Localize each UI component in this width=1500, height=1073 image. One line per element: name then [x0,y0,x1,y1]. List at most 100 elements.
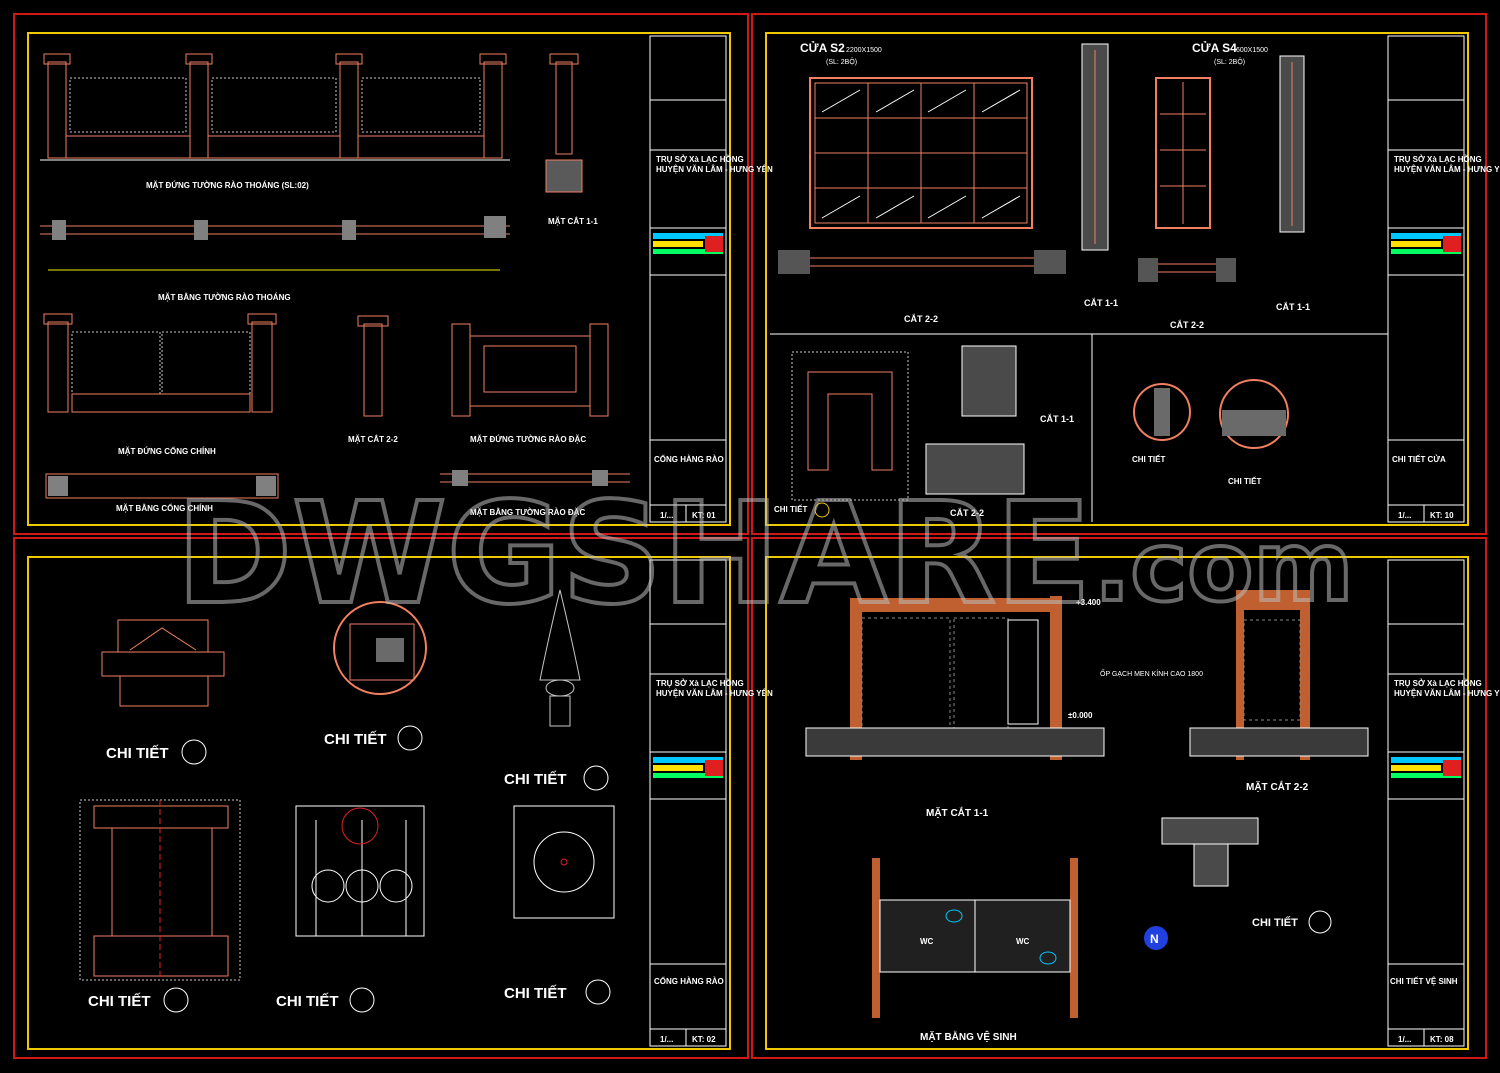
door-s2-title: CỬA S2 [800,40,845,55]
project-name: TRỤ SỞ Xà LẠC HỒNG [656,154,744,164]
solid-fence-elevation-label: MẶT ĐỨNG TƯỜNG RÀO ĐẶC [470,435,586,444]
door-s2-size: 2200X1500 [846,47,882,54]
wc-tag-1: WC [920,937,934,946]
detail-5-marker [349,987,375,1013]
project-location: HUYỆN VĂN LÂM - HƯNG YÊN [1394,165,1500,174]
round-detail-b [1133,383,1191,441]
cut-22-s4-label: CẮT 2-2 [1170,320,1204,330]
door-s4-qty: (SL: 2BỘ) [1214,57,1245,66]
detail-3-label: CHI TIẾT [504,771,567,788]
tile-note: ỐP GẠCH MEN KÍNH CAO 1800 [1100,668,1203,678]
round-detail-c [1219,379,1289,449]
detail-label: CHI TIẾT [1252,916,1298,929]
wc-section-11 [805,596,1105,760]
detail-3-marker [583,765,609,791]
scale-label: 1/... [1398,511,1411,520]
detail-b-label: CHI TIẾT [1132,454,1165,464]
project-location: HUYỆN VĂN LÂM - HƯNG YÊN [1394,689,1500,698]
ring-pattern-detail [513,805,615,919]
project-location: HUYỆN VĂN LÂM - HƯNG YÊN [656,165,773,174]
round-joint-detail [333,601,427,695]
fence-plan-label: MẶT BẰNG TƯỜNG RÀO THOÁNG [158,293,291,302]
wc-plan: WC WC [872,858,1078,1018]
detail-6-marker [585,979,611,1005]
wc-section-22 [1189,590,1369,760]
gate-plan-drawing [45,473,279,499]
section-1-label: MẶT CẮT 1-1 [548,217,598,226]
project-name: TRỤ SỞ Xà LẠC HỒNG [1394,154,1482,164]
cut-11-detail-label: CẮT 1-1 [1040,414,1074,424]
gate-elevation-drawing [43,313,277,413]
detail-4-marker [163,987,189,1013]
project-location: HUYỆN VĂN LÂM - HƯNG YÊN [656,689,773,698]
project-name: TRỤ SỞ Xà LẠC HỒNG [656,678,744,688]
wall-junction-detail [1161,817,1259,887]
finial-detail [539,589,581,727]
sheet-number: KT: 08 [1430,1035,1454,1044]
section-11-label: MẶT CẮT 1-1 [926,806,989,819]
north-arrow: N [1144,926,1168,950]
detail-1-label: CHI TIẾT [106,745,169,762]
sheet-number: KT: 10 [1430,511,1454,520]
pier-cap-detail [101,619,225,707]
detail-2-marker [397,725,423,751]
detail-6-label: CHI TIẾT [504,985,567,1002]
solid-fence-elevation-drawing [451,323,609,417]
door-s2-section [1081,43,1109,251]
door-s2-elevation [809,77,1033,229]
sheet-kt01: TRỤ SỞ Xà LẠC HỒNG HUYỆN VĂN LÂM - HƯNG … [27,32,773,526]
solid-fence-plan-label: MẶT BẰNG TƯỜNG RÀO ĐẶC [470,508,585,517]
drawing-title: CHI TIẾT VỆ SINH [1390,976,1458,986]
cut-11-label: CẮT 1-1 [1084,298,1118,308]
detail-1-marker [181,739,207,765]
sheet-kt02: TRỤ SỞ Xà LẠC HỒNG HUYỆN VĂN LÂM - HƯNG … [27,556,773,1050]
sheet-kt10: TRỤ SỞ Xà LẠC HỒNG HUYỆN VĂN LÂM - HƯNG … [765,32,1500,526]
sill-section-drawing [925,345,1025,495]
detail-c-label: CHI TIẾT [1228,476,1261,486]
frame-detail-drawing [791,351,909,501]
svg-text:N: N [1150,932,1159,946]
detail-5-label: CHI TIẾT [276,993,339,1010]
cut-22-label: CẮT 2-2 [904,314,938,324]
fence-plan-drawing [40,216,510,271]
fence-section-drawing [545,53,583,193]
detail-a-marker [814,502,830,518]
watermark: DWGSHARE .com [174,471,1355,638]
watermark-suffix: .com [1094,511,1353,623]
section-22-label: MẶT CẮT 2-2 [1246,780,1309,793]
pier-section-detail [79,799,241,981]
cut-11-s4-label: CẮT 1-1 [1276,302,1310,312]
door-s4-size: 600X1500 [1236,47,1268,54]
scale-label: 1/... [1398,1035,1411,1044]
detail-a-label: CHI TIẾT [774,504,807,514]
door-s4-title: CỬA S4 [1192,40,1237,55]
scale-label: 1/... [660,511,673,520]
title-block: TRỤ SỞ Xà LẠC HỒNG HUYỆN VĂN LÂM - HƯNG … [1387,35,1500,523]
level-zero: ±0.000 [1068,711,1093,720]
detail-4-label: CHI TIẾT [88,993,151,1010]
title-block: TRỤ SỞ Xà LẠC HỒNG HUYỆN VĂN LÂM - HƯNG … [649,35,773,523]
iron-grille-detail [295,805,425,937]
section-2-label: MẶT CẮT 2-2 [348,435,398,444]
sheet-number: KT: 02 [692,1035,716,1044]
door-s4-elevation [1155,77,1211,229]
door-s4-plan [1138,258,1236,282]
sheet-number: KT: 01 [692,511,716,520]
scale-label: 1/... [660,1035,673,1044]
project-name: TRỤ SỞ Xà LẠC HỒNG [1394,678,1482,688]
gate-plan-label: MẶT BẰNG CỔNG CHÍNH [116,504,213,513]
fence-elevation-drawing [40,53,510,161]
sheet-kt08: TRỤ SỞ Xà LẠC HỒNG HUYỆN VĂN LÂM - HƯNG … [765,556,1500,1050]
cut-22-detail-label: CẮT 2-2 [950,508,984,518]
solid-fence-plan-drawing [440,470,630,486]
drawing-title: CỔNG HÀNG RÀO [654,977,724,986]
detail-2-label: CHI TIẾT [324,731,387,748]
door-s2-plan [778,250,1066,274]
drawing-title: CỔNG HÀNG RÀO [654,455,724,464]
watermark-text: DWGSHARE [176,473,1091,636]
wc-plan-label: MẶT BẰNG VỆ SINH [920,1030,1017,1043]
wc-tag-2: WC [1016,937,1030,946]
title-block: TRỤ SỞ Xà LẠC HỒNG HUYỆN VĂN LÂM - HƯNG … [1387,559,1500,1047]
fence-elevation-label: MẶT ĐỨNG TƯỜNG RÀO THOÁNG (SL:02) [146,181,309,190]
